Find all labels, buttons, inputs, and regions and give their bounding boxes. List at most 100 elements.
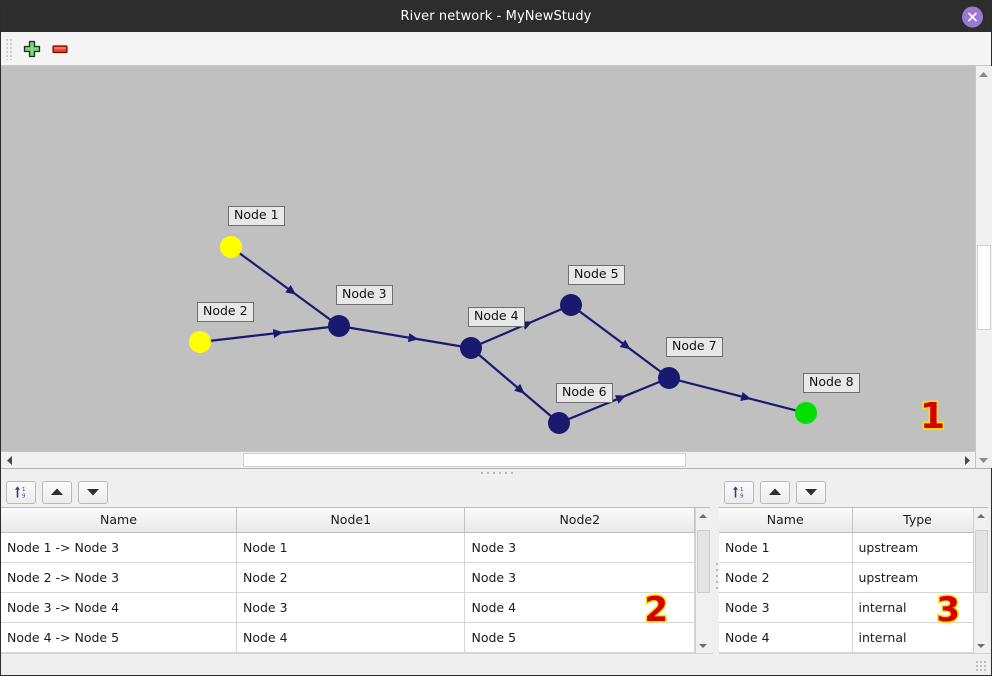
- edge-line[interactable]: [477, 353, 553, 418]
- nodes-move-up-button[interactable]: [760, 480, 790, 504]
- column-header[interactable]: Name: [719, 508, 853, 533]
- table-cell[interactable]: Node 2: [719, 562, 853, 593]
- scroll-down-arrow-icon[interactable]: [975, 452, 992, 468]
- table-cell[interactable]: Node 3: [464, 532, 695, 563]
- links-sort-button[interactable]: 1 9: [6, 480, 36, 504]
- toolbar-grip[interactable]: [5, 37, 13, 60]
- graph-hscroll-track[interactable]: [17, 452, 959, 468]
- column-header[interactable]: Node2: [464, 508, 695, 533]
- table-cell[interactable]: internal: [852, 592, 973, 623]
- links-scroll-track[interactable]: [696, 523, 711, 638]
- table-cell[interactable]: Node 3: [464, 562, 695, 593]
- graph-node[interactable]: [189, 331, 211, 353]
- scroll-up-arrow-icon[interactable]: [975, 66, 992, 82]
- nodes-scroll-thumb[interactable]: [974, 529, 988, 594]
- nodes-move-down-button[interactable]: [796, 480, 826, 504]
- nodes-scroll-track[interactable]: [974, 523, 989, 638]
- svg-text:9: 9: [22, 494, 26, 500]
- graph-node[interactable]: [658, 367, 680, 389]
- nodes-table-scrollbar[interactable]: [973, 508, 988, 653]
- table-cell[interactable]: Node 1: [236, 532, 466, 563]
- graph-vscroll-track[interactable]: [975, 82, 992, 452]
- graph-node-label[interactable]: Node 3: [336, 285, 393, 305]
- table-cell[interactable]: Node 1: [719, 532, 853, 563]
- nodes-scroll-up-arrow-icon[interactable]: [974, 508, 989, 523]
- table-cell[interactable]: Node 3: [719, 592, 853, 623]
- graph-horizontal-scrollbar[interactable]: [1, 451, 975, 468]
- graph-node[interactable]: [460, 337, 482, 359]
- links-scroll-thumb[interactable]: [696, 529, 710, 594]
- table-cell[interactable]: Node 1 -> Node 3: [1, 532, 237, 563]
- links-move-down-button[interactable]: [78, 480, 108, 504]
- edge-line[interactable]: [209, 326, 330, 342]
- links-scroll-down-arrow-icon[interactable]: [696, 638, 711, 653]
- table-cell[interactable]: Node 4: [236, 622, 466, 653]
- graph-node[interactable]: [795, 402, 817, 424]
- network-diagram-canvas[interactable]: Node 1 Node 2 Node 3 Node 4 Node 5 Node 6 Node…: [1, 66, 975, 451]
- links-move-up-button[interactable]: [42, 480, 72, 504]
- links-table-scrollbar[interactable]: [695, 508, 710, 653]
- graph-node[interactable]: [548, 412, 570, 434]
- nodes-sort-button[interactable]: 1 9: [724, 480, 754, 504]
- column-header[interactable]: Node1: [236, 508, 466, 533]
- graph-node-label[interactable]: Node 6: [556, 383, 613, 403]
- column-header[interactable]: Name: [1, 508, 237, 533]
- links-scroll-up-arrow-icon[interactable]: [696, 508, 711, 523]
- table-cell[interactable]: Node 4: [464, 592, 695, 623]
- edge-line[interactable]: [567, 380, 661, 421]
- nodes-scroll-down-arrow-icon[interactable]: [974, 638, 989, 653]
- graph-node-label[interactable]: Node 2: [197, 302, 254, 322]
- horizontal-splitter[interactable]: [1, 468, 991, 477]
- graph-vscroll-thumb[interactable]: [976, 244, 991, 330]
- node-layer: [189, 236, 817, 434]
- edge-line[interactable]: [238, 252, 332, 321]
- table-cell[interactable]: upstream: [852, 562, 973, 593]
- graph-hscroll-thumb[interactable]: [243, 453, 686, 467]
- column-header[interactable]: Type: [852, 508, 973, 533]
- graph-node-label[interactable]: Node 8: [803, 373, 860, 393]
- graph-node-label[interactable]: Node 5: [568, 265, 625, 285]
- graph-node[interactable]: [560, 294, 582, 316]
- table-cell[interactable]: internal: [852, 622, 973, 653]
- edge-line[interactable]: [348, 326, 462, 348]
- graph-vertical-scrollbar[interactable]: [975, 66, 992, 468]
- graph-node-label[interactable]: Node 1: [228, 206, 285, 226]
- delete-node-button[interactable]: [46, 36, 74, 62]
- graph-node[interactable]: [328, 315, 350, 337]
- edge-line[interactable]: [479, 307, 563, 346]
- graph-node-label[interactable]: Node 4: [468, 307, 525, 327]
- graph-node-label[interactable]: Node 7: [666, 337, 723, 357]
- close-icon[interactable]: [962, 6, 983, 27]
- edge-line[interactable]: [678, 379, 797, 412]
- table-cell[interactable]: Node 2: [236, 562, 466, 593]
- graph-node[interactable]: [220, 236, 242, 258]
- table-cell[interactable]: upstream: [852, 532, 973, 563]
- edge-line[interactable]: [578, 310, 662, 373]
- scroll-left-arrow-icon[interactable]: [1, 452, 17, 468]
- table-cell[interactable]: Node 3 -> Node 4: [1, 592, 237, 623]
- vertical-splitter[interactable]: [713, 477, 719, 675]
- table-cell[interactable]: Node 4: [719, 622, 853, 653]
- add-node-button[interactable]: [18, 36, 46, 62]
- table-cell[interactable]: Node 2 -> Node 3: [1, 562, 237, 593]
- table-cell[interactable]: Node 3: [236, 592, 466, 623]
- table-cell[interactable]: Node 4 -> Node 5: [1, 622, 237, 653]
- window-resize-grip[interactable]: [975, 660, 988, 673]
- window-title: River network - MyNewStudy: [400, 9, 592, 24]
- table-cell[interactable]: Node 5: [464, 622, 695, 653]
- table-filler-cell: [719, 652, 853, 653]
- scroll-right-arrow-icon[interactable]: [959, 452, 975, 468]
